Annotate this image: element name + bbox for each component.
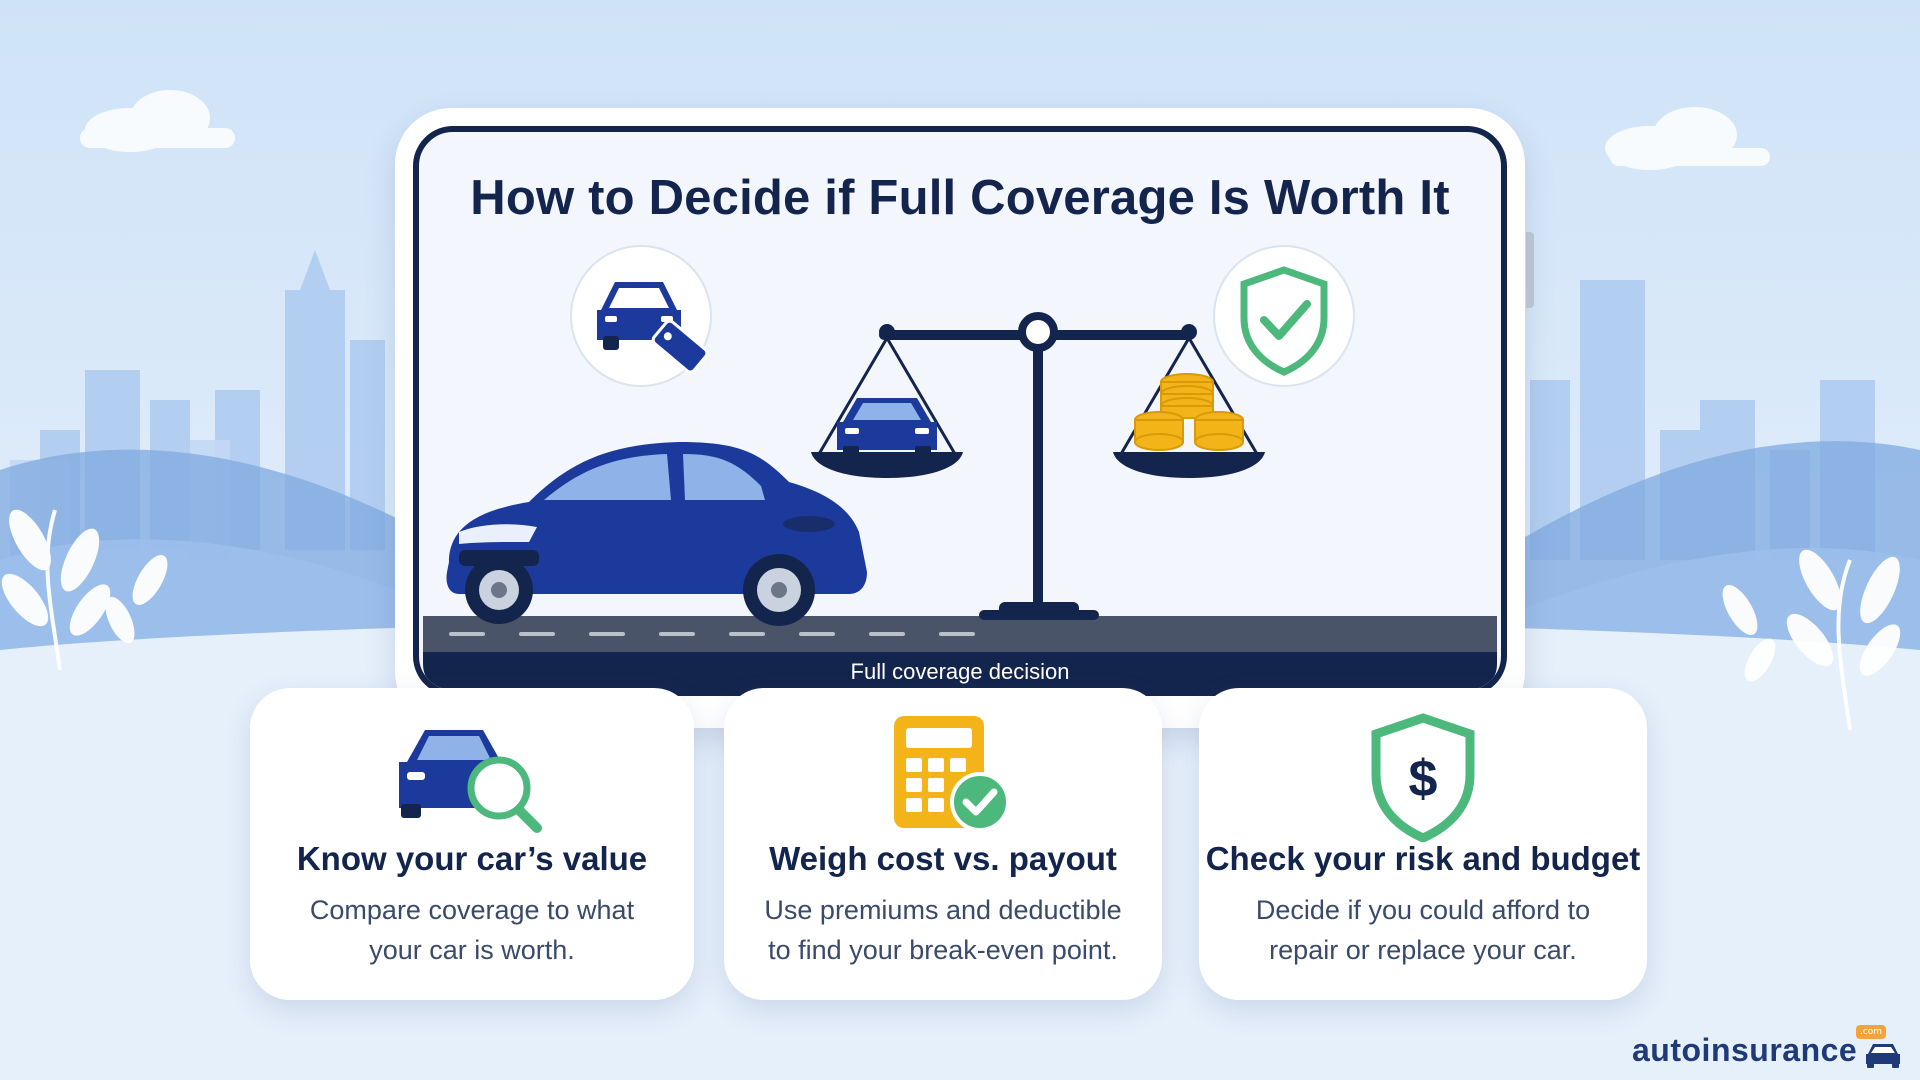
card-title: Check your risk and budget bbox=[1205, 840, 1641, 877]
card-description-line: Decide if you could afford to bbox=[1255, 895, 1591, 925]
tablet-side-button bbox=[1526, 232, 1534, 308]
screen-illustration bbox=[423, 245, 1497, 652]
card-check-risk-budget: $ Check your risk and budget Decide if y… bbox=[1199, 688, 1647, 1000]
sedan-car-icon bbox=[446, 442, 867, 626]
card-know-car-value: Know your car’s value Compare coverage t… bbox=[250, 688, 694, 1000]
page-title: How to Decide if Full Coverage Is Worth … bbox=[470, 171, 1450, 225]
scale-car-icon bbox=[837, 398, 937, 454]
tablet-screen: How to Decide if Full Coverage Is Worth … bbox=[413, 126, 1507, 696]
logo-badge: .com bbox=[1856, 1025, 1886, 1039]
card-description-line: your car is worth. bbox=[369, 935, 575, 965]
calculator-check-icon bbox=[894, 716, 1010, 832]
car-magnifier-icon bbox=[399, 730, 542, 833]
card-description: Compare coverage to what your car is wor… bbox=[270, 890, 674, 970]
balance-scale-icon bbox=[811, 312, 1265, 620]
leaf-plant-right-icon bbox=[1722, 549, 1901, 731]
car-price-tag-icon bbox=[570, 245, 712, 387]
card-description-line: repair or replace your car. bbox=[1269, 935, 1577, 965]
card-weigh-cost-payout: Weigh cost vs. payout Use premiums and d… bbox=[724, 688, 1162, 1000]
shield-check-icon bbox=[1213, 245, 1355, 387]
cloud-right-icon bbox=[1605, 107, 1770, 170]
card-description-line: Use premiums and deductible bbox=[764, 895, 1122, 925]
card-description-line: to find your break-even point. bbox=[768, 935, 1118, 965]
leaf-plant-left-icon bbox=[1, 509, 168, 671]
card-description: Use premiums and deductible to find your… bbox=[744, 890, 1142, 970]
cloud-left-icon bbox=[80, 90, 235, 152]
shield-dollar-icon: $ bbox=[1371, 713, 1475, 842]
card-title: Know your car’s value bbox=[296, 840, 648, 877]
logo-car-icon bbox=[1866, 1044, 1900, 1068]
coin-stacks-icon bbox=[1134, 373, 1244, 451]
logo-text: autoinsurance bbox=[1632, 1032, 1858, 1068]
card-description: Decide if you could afford to repair or … bbox=[1219, 890, 1627, 970]
caption-bar: Full coverage decision bbox=[423, 652, 1497, 690]
svg-text:$: $ bbox=[1409, 750, 1438, 808]
brand-logo[interactable]: autoinsurance .com bbox=[1632, 1024, 1902, 1074]
card-description-line: Compare coverage to what bbox=[309, 895, 635, 925]
card-title: Weigh cost vs. payout bbox=[769, 840, 1117, 877]
